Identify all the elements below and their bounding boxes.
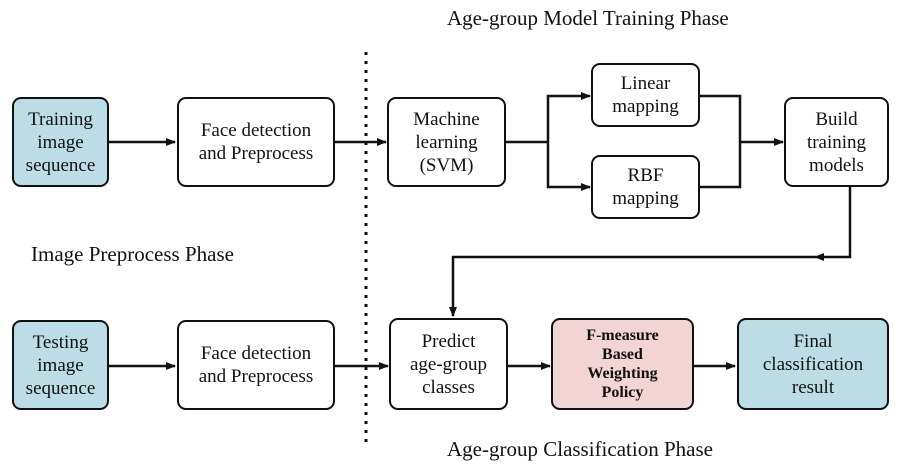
face-detection-bottom-box: Face detection and Preprocess (177, 320, 335, 410)
build-training-models-label: Build training models (806, 108, 867, 176)
phase-label-training: Age-group Model Training Phase (447, 6, 729, 30)
predict-age-group-label: Predict age-group classes (409, 330, 488, 398)
build-training-models-box: Build training models (784, 97, 889, 187)
predict-age-group-box: Predict age-group classes (389, 318, 508, 410)
rbf-mapping-label: RBF mapping (612, 165, 679, 209)
line-linear-out (700, 94, 742, 142)
arrow-svm-to-rbf (546, 142, 591, 191)
face-detection-top-box: Face detection and Preprocess (177, 97, 335, 187)
phase-label-preprocess: Image Preprocess Phase (31, 242, 234, 266)
line-rbf-out (700, 142, 742, 189)
testing-image-sequence-label: Testing image sequence (25, 331, 96, 399)
face-detection-bottom-label: Face detection and Preprocess (198, 343, 314, 387)
training-image-sequence-label: Training image sequence (25, 108, 96, 176)
linear-mapping-label: Linear mapping (612, 73, 679, 117)
linear-mapping-box: Linear mapping (591, 63, 700, 127)
testing-image-sequence-box: Testing image sequence (12, 320, 109, 410)
rbf-mapping-box: RBF mapping (591, 155, 700, 219)
final-classification-box: Final classification result (737, 318, 889, 410)
svm-box: Machine learning (SVM) (387, 97, 506, 187)
phase-label-classification: Age-group Classification Phase (447, 437, 713, 461)
final-classification-label: Final classification result (762, 330, 864, 398)
training-image-sequence-box: Training image sequence (12, 97, 109, 187)
svm-label: Machine learning (SVM) (413, 108, 480, 176)
f-measure-policy-box: F-measure Based Weighting Policy (551, 318, 694, 410)
arrow-svm-to-linear (546, 92, 591, 142)
f-measure-policy-label: F-measure Based Weighting Policy (586, 327, 659, 401)
face-detection-top-label: Face detection and Preprocess (198, 120, 314, 164)
line-build-down (814, 187, 852, 261)
arrow-build-to-predict (449, 255, 815, 317)
